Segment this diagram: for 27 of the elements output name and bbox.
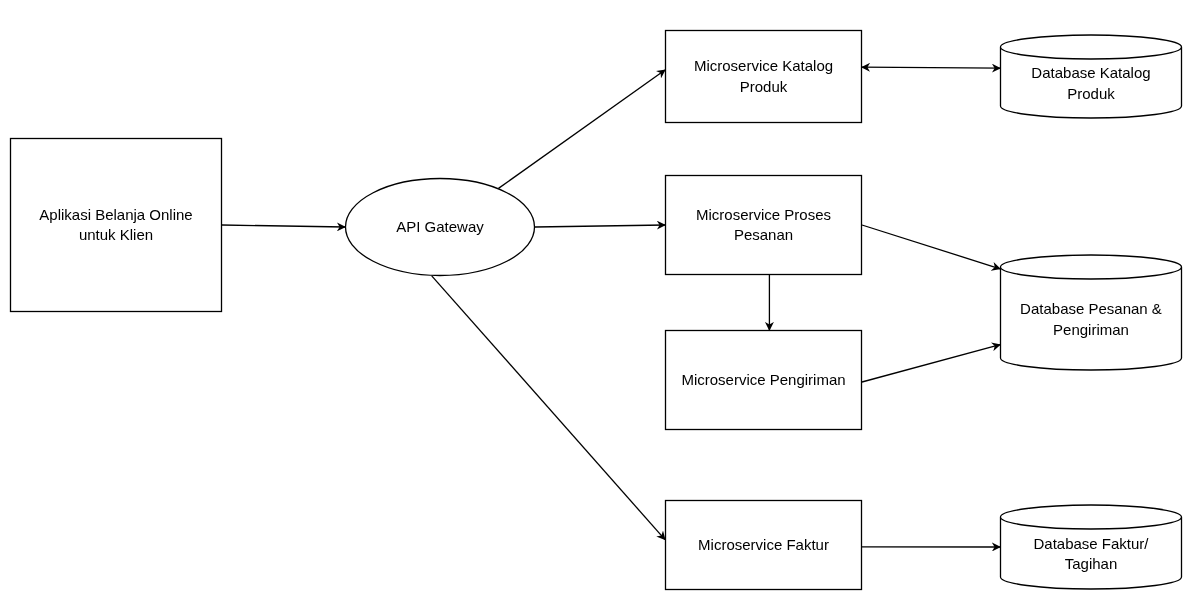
- arrow: [497, 69, 666, 190]
- node-label: Database Faktur/ Tagihan: [1032, 533, 1150, 574]
- process-box: [665, 175, 862, 275]
- arrow: [431, 275, 666, 541]
- node-label: Microservice Proses Pesanan: [695, 204, 832, 245]
- arrow: [534, 220, 666, 230]
- arrow: [861, 224, 1001, 271]
- node-label: Microservice Faktur: [698, 534, 829, 555]
- database-cylinder: [1000, 35, 1182, 118]
- process-box: [665, 330, 862, 430]
- node-label: Microservice Pengiriman: [681, 369, 846, 390]
- database-cylinder: [1000, 505, 1182, 589]
- arrow: [861, 342, 1001, 383]
- database-cylinder: [1000, 255, 1182, 370]
- node-label: Microservice Katalog Produk: [692, 56, 835, 97]
- gateway-ellipse: [345, 178, 535, 276]
- node-label: Aplikasi Belanja Online untuk Klien: [38, 204, 194, 245]
- process-box: [665, 30, 862, 123]
- arrow: [764, 274, 774, 331]
- process-box: [10, 138, 222, 312]
- node-label: Database Katalog Produk: [1030, 63, 1152, 104]
- node-label: Database Pesanan & Pengiriman: [1019, 299, 1163, 340]
- node-label: API Gateway: [396, 216, 484, 237]
- arrow: [861, 542, 1001, 552]
- process-box: [665, 500, 862, 590]
- arrow: [221, 222, 346, 232]
- arrow: [861, 62, 1001, 73]
